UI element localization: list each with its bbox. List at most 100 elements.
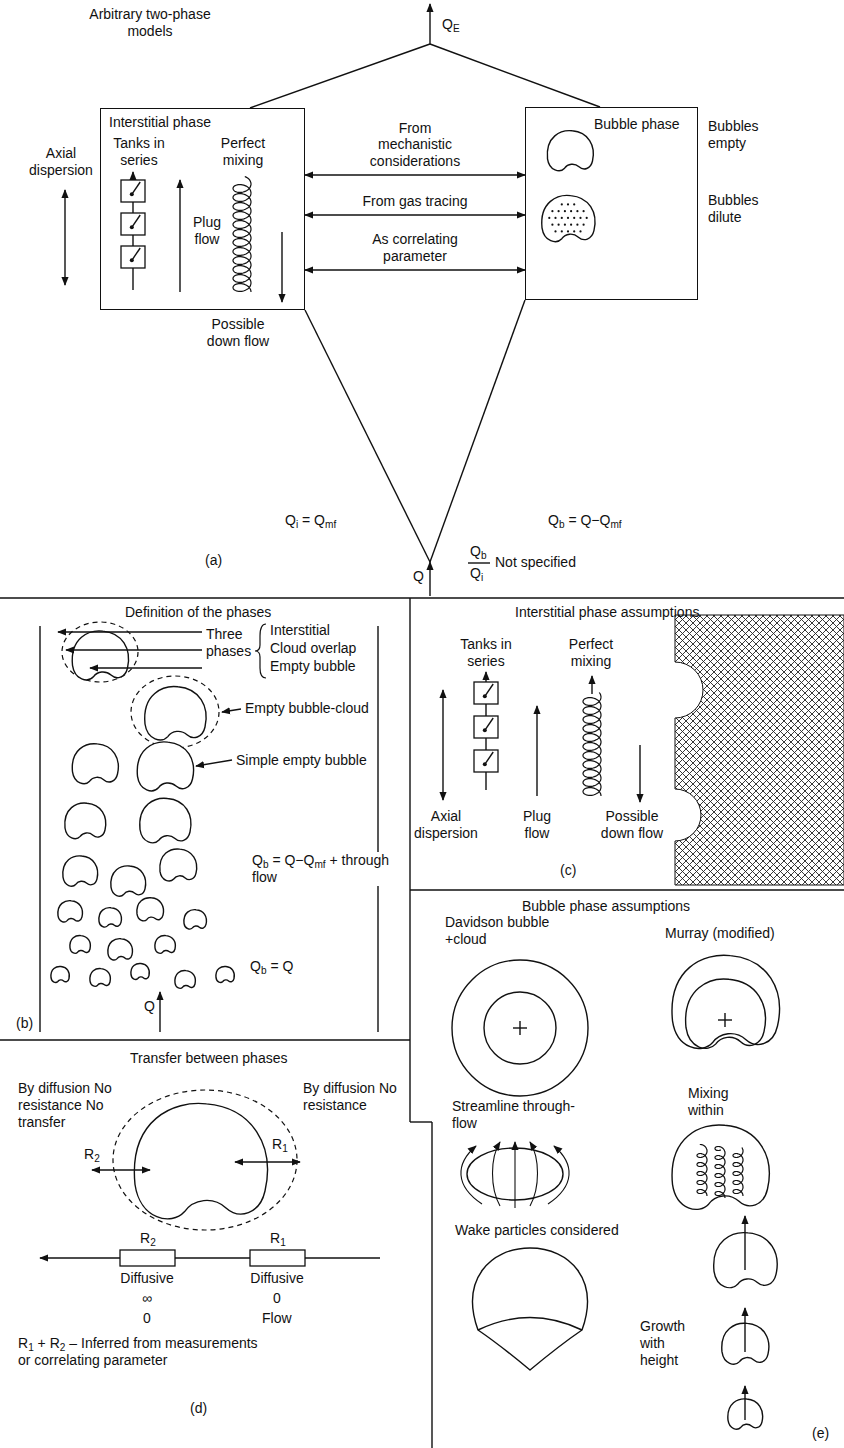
- subscript: i: [296, 519, 298, 530]
- panel-divider: [410, 889, 844, 890]
- resistance-line: [40, 1257, 380, 1258]
- panel-letter: (a): [205, 552, 222, 569]
- flow-symbol: QE: [442, 16, 460, 33]
- bubble-cloud: [113, 1090, 297, 1230]
- resistance-value: 0: [143, 1310, 151, 1327]
- phase-label: Three phases: [206, 626, 256, 660]
- stirrer-shaft: [132, 215, 140, 227]
- resistor-symbol: [250, 1250, 305, 1266]
- solid-particle: [573, 230, 575, 232]
- stirrer-shaft: [485, 752, 493, 764]
- bubble-model-label: Wake particles considered: [455, 1222, 619, 1239]
- resistance-value: ∞: [142, 1290, 152, 1307]
- bubble-label: Simple empty bubble: [236, 752, 367, 769]
- mixing-coil: [697, 1145, 707, 1197]
- stirrer-shaft: [485, 684, 493, 696]
- subscript: E: [453, 23, 460, 34]
- flow-line: [430, 44, 600, 107]
- resistor-symbol: [120, 1250, 175, 1266]
- flow-arrow: [591, 676, 592, 694]
- streamline: [461, 1146, 482, 1204]
- solid-particle: [570, 210, 572, 212]
- gas-bubble: [216, 966, 234, 982]
- resistance-value: 0: [273, 1290, 281, 1307]
- gas-bubble: [145, 687, 206, 740]
- gas-bubble: [111, 866, 146, 896]
- subscript: mf: [325, 519, 336, 530]
- mixing-bubble: [672, 1125, 769, 1209]
- assumption-label: Plug flow: [515, 808, 559, 842]
- stirred-tank: [474, 682, 498, 704]
- assumption-label: Possible down flow: [198, 316, 278, 350]
- flow-symbol: Qb: [470, 543, 487, 560]
- assumption-label: Axial dispersion: [414, 808, 478, 842]
- solid-particle: [561, 217, 563, 219]
- transfer-note: R1 + R2 – Inferred from measurements or …: [18, 1335, 270, 1369]
- edge-label: From mechanistic considerations: [363, 120, 467, 170]
- flow-equation: Qb = Q: [250, 958, 293, 975]
- panel-divider: [410, 1121, 432, 1122]
- subscript: 1: [282, 1143, 288, 1154]
- model-label: Plug flow: [187, 214, 227, 248]
- dispersion-arrow: [442, 690, 443, 800]
- solid-particle: [573, 203, 575, 205]
- pointer-arrow: [222, 709, 241, 712]
- solid-particle: [551, 224, 553, 226]
- gas-bubble: [99, 908, 122, 927]
- subscript: b: [261, 965, 267, 976]
- resistance-type: Diffusive: [242, 1270, 312, 1287]
- panel-note: Arbitrary two-phase models: [75, 6, 225, 40]
- solid-particle: [567, 230, 569, 232]
- stirred-tank: [474, 716, 498, 738]
- assumption-label: Axial dispersion: [25, 145, 97, 179]
- streamline: [530, 1142, 538, 1206]
- model-label: Perfect mixing: [211, 135, 275, 169]
- pointer-arrow: [58, 631, 202, 632]
- solid-particle: [583, 224, 585, 226]
- assumption-label: Tanks in series: [455, 636, 517, 670]
- gas-bubble: [155, 936, 175, 954]
- bed-wall: [39, 626, 40, 1032]
- gas-bubble: [72, 631, 128, 680]
- flow-arrow: [159, 992, 160, 1032]
- bubble-label: Bubbles empty: [708, 118, 770, 152]
- streamline: [514, 1142, 515, 1208]
- flow-line: [429, 562, 430, 596]
- bubble-label: Empty bubble-cloud: [245, 700, 369, 717]
- pointer-arrow: [90, 667, 202, 668]
- bubble-cloud: [131, 676, 219, 748]
- resistance-symbol: R2: [140, 1230, 156, 1247]
- stirrer-blade: [130, 192, 134, 196]
- stirrer-shaft: [485, 718, 493, 730]
- bed-wall: [377, 626, 378, 1032]
- brace: [255, 624, 266, 678]
- centre-mark: [724, 1013, 725, 1027]
- subscript: 2: [60, 1342, 66, 1353]
- transfer-note: By diffusion No resistance: [303, 1080, 405, 1114]
- flow-symbol: Q: [144, 998, 155, 1015]
- bubble-model-label: Murray (modified): [665, 925, 775, 942]
- panel-heading: Interstitial phase assumptions: [515, 604, 699, 621]
- plug-flow-arrow: [536, 706, 537, 796]
- subscript: b: [559, 519, 565, 530]
- solid-particle: [561, 203, 563, 205]
- flow-symbol: Qi: [470, 565, 483, 582]
- centre-mark: [519, 1021, 520, 1035]
- resistance-value: Flow: [262, 1310, 292, 1327]
- stirred-tank: [121, 213, 145, 235]
- solid-particle: [564, 224, 566, 226]
- phase-box: Interstitial phaseTanks in seriesPlug fl…: [100, 108, 305, 310]
- gas-bubble: [65, 803, 106, 839]
- subscript: 2: [94, 1153, 100, 1164]
- wake-boundary: [478, 1318, 582, 1331]
- bubble-cloud: [62, 622, 138, 682]
- phase-label: Interstitial: [270, 622, 330, 639]
- solid-particle: [573, 217, 575, 219]
- panel-letter: (e): [812, 1425, 829, 1442]
- flow-line: [429, 4, 430, 44]
- subscript: mf: [610, 519, 621, 530]
- subscript: 2: [150, 1237, 156, 1248]
- subscript: b: [263, 859, 269, 870]
- stirrer-blade: [483, 728, 487, 732]
